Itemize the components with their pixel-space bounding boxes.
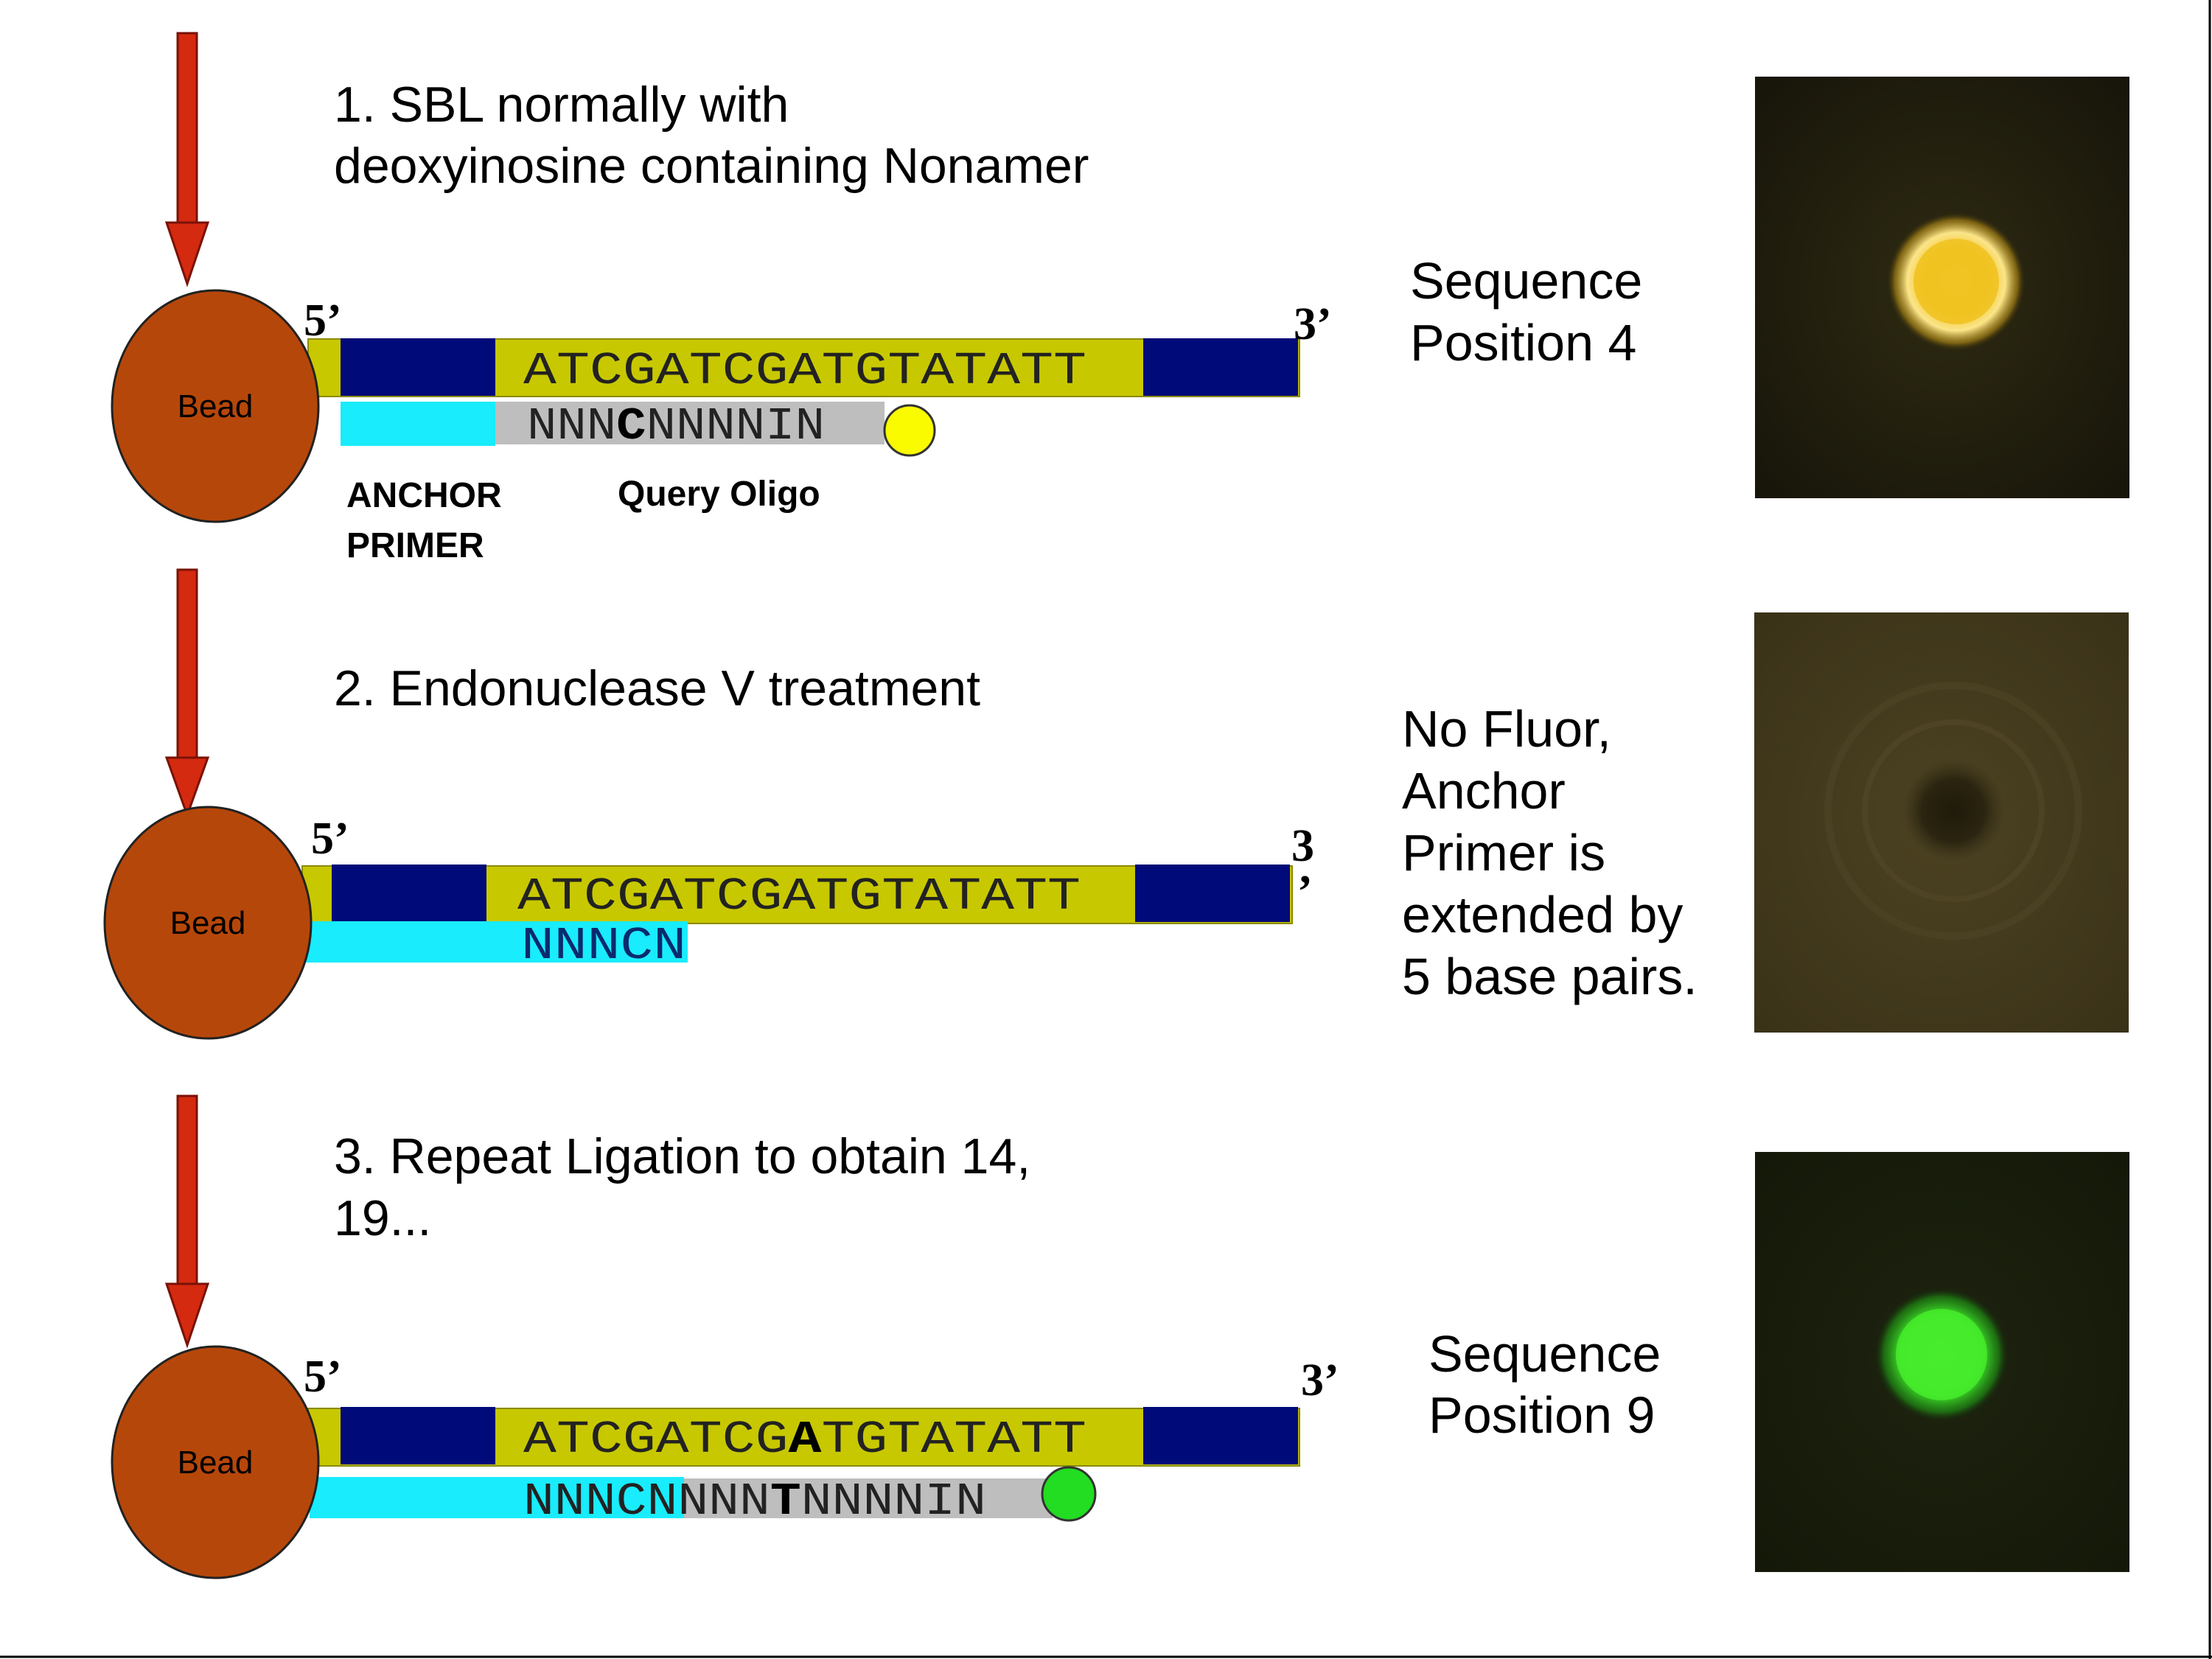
anchor-primer-label-line-1: ANCHOR: [346, 476, 502, 515]
bead: Bead: [111, 289, 320, 523]
template-sequence: ATCGATCGATGTATATT: [517, 870, 1081, 923]
dna-strand: [307, 1407, 1300, 1467]
dna-strand: [307, 338, 1300, 397]
dna-strand: [301, 865, 1293, 924]
step-3-result: Sequence Position 9: [1428, 1325, 1675, 1444]
green-fluorescent-bead-image: [1755, 1152, 2129, 1572]
extended-anchor-primer-bar: [310, 1477, 684, 1518]
step-1-result-line-1: Sequence: [1410, 252, 1642, 310]
query-oligo-bar: [684, 1478, 1053, 1518]
three-prime-label: 3’: [1294, 299, 1332, 349]
adapter-block-right: [1143, 338, 1298, 396]
down-arrow-icon: [164, 32, 210, 287]
down-arrow-icon: [164, 1094, 210, 1349]
anchor-primer-bar: [341, 402, 495, 446]
three-prime-label: 3’: [1301, 1355, 1339, 1405]
fluorophore-yellow-icon: [883, 404, 936, 457]
step-1-result-line-2: Position 4: [1410, 314, 1636, 371]
query-oligo-label: Query Oligo: [618, 475, 820, 514]
step-2-result-line-4: extended by: [1402, 886, 1683, 943]
bead-label: Bead: [178, 1445, 254, 1481]
step-2: 2. Endonuclease V treatment Bead 5’ 3 ’ …: [103, 568, 2129, 1040]
step-3: 3. Repeat Ligation to obtain 14, 19... B…: [111, 1094, 2129, 1579]
anchor-primer-label-line-2: PRIMER: [346, 526, 484, 565]
step-3-title-line-2: 19...: [334, 1190, 431, 1246]
template-sequence: ATCGATCGATGTATATT: [523, 345, 1086, 397]
step-3-result-line-2: Position 9: [1428, 1386, 1655, 1444]
five-prime-label: 5’: [311, 814, 349, 864]
three-prime-label-top: 3: [1291, 821, 1314, 871]
bead-label: Bead: [178, 388, 254, 425]
bead: Bead: [111, 1345, 320, 1579]
step-2-title-line-1: 2. Endonuclease V treatment: [334, 660, 980, 716]
extended-anchor-primer-bar: [306, 921, 688, 963]
step-3-title: 3. Repeat Ligation to obtain 14, 19...: [334, 1128, 1044, 1246]
three-prime-label-bottom: ’: [1297, 867, 1313, 917]
step-2-result-line-3: Primer is: [1402, 824, 1605, 881]
adapter-block-left: [341, 338, 495, 396]
step-2-title: 2. Endonuclease V treatment: [334, 660, 980, 716]
bead: Bead: [103, 806, 313, 1040]
step-2-result-line-1: No Fluor,: [1402, 700, 1611, 758]
adapter-block-left: [341, 1407, 495, 1464]
dark-bead-image: [1754, 612, 2129, 1033]
fluorophore-green-icon: [1041, 1466, 1097, 1522]
step-2-result-line-5: 5 base pairs.: [1402, 948, 1698, 1005]
adapter-block-left: [332, 865, 486, 922]
step-1-title-line-1: 1. SBL normally with: [334, 77, 789, 133]
step-1: 1. SBL normally with deoxyinosine contai…: [111, 32, 2129, 565]
five-prime-label: 5’: [304, 1352, 342, 1402]
down-arrow-icon: [164, 568, 210, 819]
step-2-result-line-2: Anchor: [1402, 762, 1566, 820]
adapter-block-right: [1143, 1407, 1298, 1464]
step-3-title-line-1: 3. Repeat Ligation to obtain 14,: [334, 1128, 1030, 1184]
step-1-title: 1. SBL normally with deoxyinosine contai…: [334, 77, 1089, 194]
step-1-title-line-2: deoxyinosine containing Nonamer: [334, 138, 1089, 194]
bead-label: Bead: [170, 905, 246, 941]
step-2-result: No Fluor, Anchor Primer is extended by 5…: [1402, 700, 1698, 1005]
adapter-block-right: [1135, 865, 1290, 922]
query-oligo-bar: [495, 402, 885, 444]
five-prime-label: 5’: [304, 296, 342, 346]
step-1-result: Sequence Position 4: [1410, 252, 1657, 371]
extended-primer-sequence: NNNCN: [521, 920, 686, 972]
yellow-fluorescent-bead-image: [1755, 77, 2129, 498]
step-3-result-line-1: Sequence: [1428, 1325, 1661, 1383]
